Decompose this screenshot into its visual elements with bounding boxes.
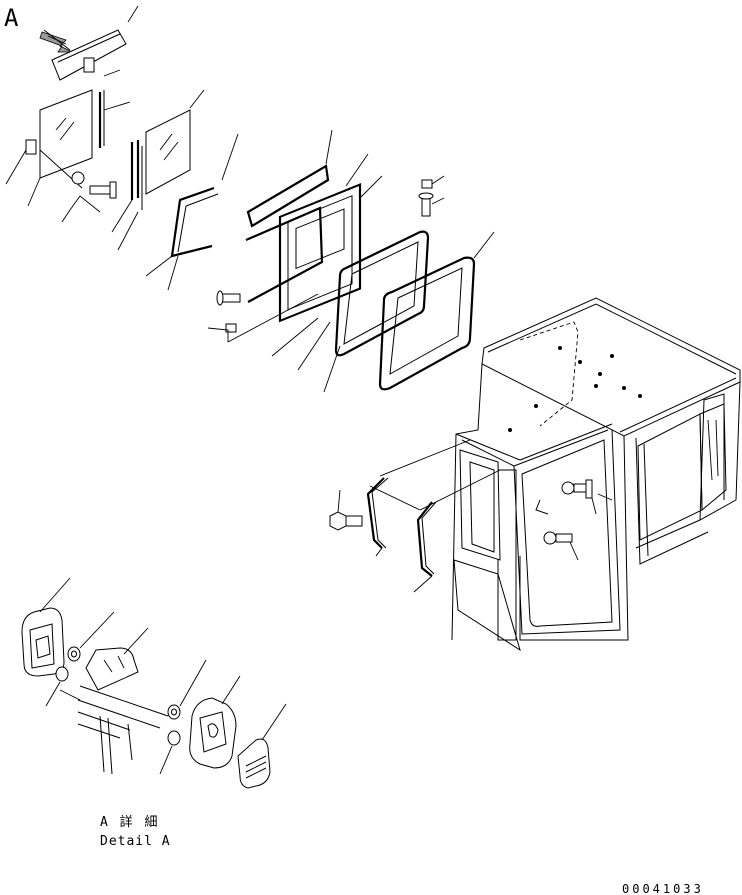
- detail-latch-housing: [189, 675, 241, 769]
- cab-door-opening: [453, 429, 621, 652]
- washer-and-bolt: [61, 171, 117, 223]
- detail-glass-edge: [59, 685, 169, 775]
- small-bolt-left: [207, 290, 331, 371]
- door-hinge-bolts: [535, 479, 613, 561]
- view-label: A: [4, 4, 19, 32]
- seal-frame-3: [323, 230, 430, 393]
- window-frame-assembly: [278, 153, 383, 323]
- glass-seal-strip-1: [98, 69, 131, 148]
- handrail-left: [366, 439, 501, 557]
- detail-label-en: Detail A: [100, 834, 171, 849]
- detail-handle: [237, 703, 287, 789]
- seal-frame-1: [145, 133, 239, 291]
- detail-label-jp: A 詳 細: [100, 814, 159, 830]
- detail-latch-bracket: [21, 577, 71, 677]
- cab-rear-window: [637, 403, 727, 541]
- handrail-right: [413, 501, 437, 593]
- front-glass-pane: [39, 89, 93, 189]
- view-arrow: [39, 29, 73, 53]
- seal-frame-2: [245, 129, 333, 303]
- drawing-number: 00041033: [622, 882, 704, 895]
- upper-glass-panel: [51, 5, 139, 81]
- small-bolt-top: [418, 175, 445, 217]
- glass-seal-strip-2: [111, 140, 143, 251]
- seal-frame-4: [378, 231, 495, 391]
- detail-latch-plate: [85, 627, 149, 691]
- detail-washers: [45, 611, 207, 775]
- latch-clip: [5, 139, 41, 207]
- cab-roof: [481, 297, 741, 437]
- hex-bolt: [329, 489, 363, 531]
- side-glass-pane: [145, 89, 205, 195]
